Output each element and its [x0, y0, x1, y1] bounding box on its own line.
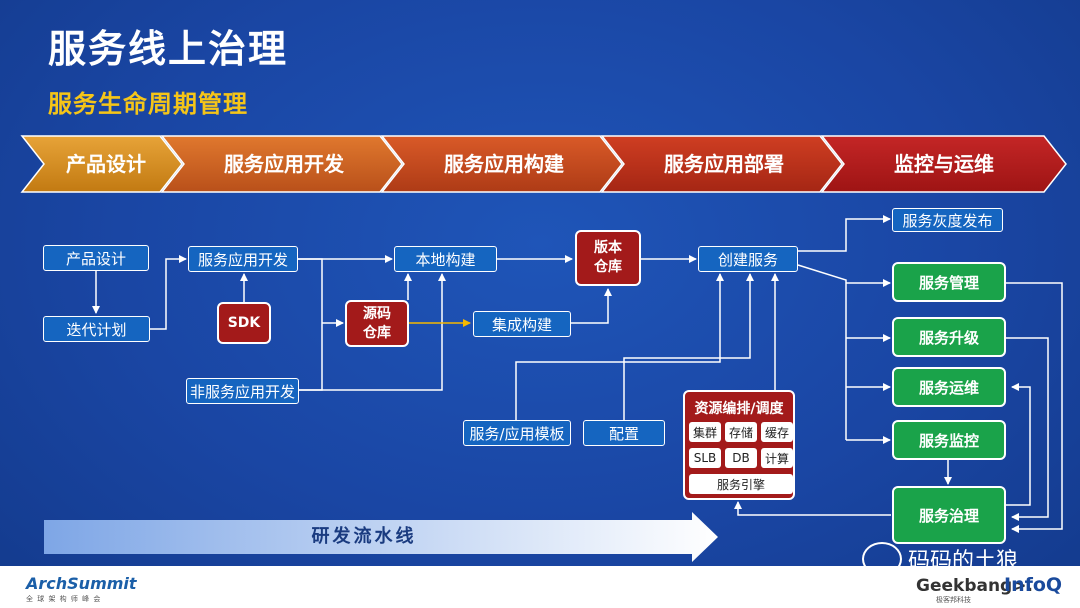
node-service-upgrade: 服务升级 — [892, 317, 1006, 357]
node-integration-build: 集成构建 — [473, 311, 571, 337]
stage-label-monitor-ops: 监控与运维 — [894, 152, 994, 176]
resource-scheduling-box: 资源编排/调度 集群 存储 缓存 SLB DB 计算 服务引擎 — [683, 390, 795, 500]
stage-chevron-2 — [160, 135, 403, 193]
chip-slb: SLB — [689, 448, 721, 468]
node-service-template: 服务/应用模板 — [463, 420, 571, 446]
stage-chevron-4 — [600, 135, 843, 193]
resource-title: 资源编排/调度 — [694, 401, 784, 417]
node-source-repo: 源码仓库 — [345, 300, 409, 347]
stage-label-product-design: 产品设计 — [66, 152, 146, 176]
page-title: 服务线上治理 — [48, 27, 289, 71]
chip-storage: 存储 — [725, 422, 757, 442]
footer-bar: ArchSummit 全 球 架 构 师 峰 会 Geekbang>. 极客邦科… — [0, 566, 1080, 608]
stage-chevron-5 — [820, 135, 1067, 193]
chip-service-engine: 服务引擎 — [689, 474, 793, 494]
node-gray-release: 服务灰度发布 — [892, 208, 1003, 232]
node-service-governance: 服务治理 — [892, 486, 1006, 544]
node-service-monitor: 服务监控 — [892, 420, 1006, 460]
chip-compute: 计算 — [761, 448, 793, 468]
node-non-service-dev: 非服务应用开发 — [186, 378, 299, 404]
pipeline-label: 研发流水线 — [311, 526, 417, 547]
stage-label-service-build: 服务应用构建 — [444, 152, 564, 176]
chip-cache: 缓存 — [761, 422, 793, 442]
node-version-repo: 版本仓库 — [575, 230, 641, 286]
node-service-ops: 服务运维 — [892, 367, 1006, 407]
chip-cluster: 集群 — [689, 422, 721, 442]
node-service-mgmt: 服务管理 — [892, 262, 1006, 302]
node-create-service: 创建服务 — [698, 246, 798, 272]
archsummit-logo: ArchSummit — [26, 574, 137, 593]
node-product-design: 产品设计 — [43, 245, 149, 271]
node-service-dev: 服务应用开发 — [188, 246, 298, 272]
stage-label-service-deploy: 服务应用部署 — [664, 152, 784, 176]
pipeline-arrow — [44, 512, 718, 562]
node-local-build: 本地构建 — [394, 246, 497, 272]
page-subtitle: 服务生命周期管理 — [48, 90, 248, 118]
node-config: 配置 — [583, 420, 665, 446]
infoq-logo: InfoQ — [1004, 574, 1063, 596]
node-sdk: SDK — [217, 302, 271, 344]
geekbang-logo: Geekbang>. — [916, 576, 1033, 596]
stage-chevron-3 — [380, 135, 623, 193]
stage-label-service-dev: 服务应用开发 — [224, 152, 344, 176]
archsummit-subtitle: 全 球 架 构 师 峰 会 — [26, 595, 102, 603]
chip-db: DB — [725, 448, 757, 468]
node-iteration-plan: 迭代计划 — [43, 316, 150, 342]
geekbang-subtitle: 极客邦科技 — [936, 596, 971, 604]
stage-chevron-1 — [20, 135, 183, 193]
